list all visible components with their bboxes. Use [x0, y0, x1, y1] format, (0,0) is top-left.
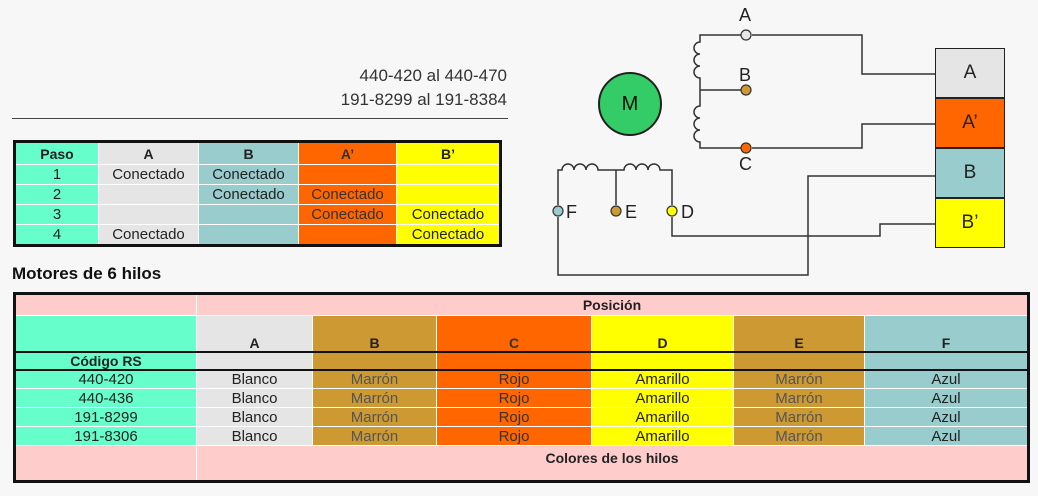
wire-color: Blanco [196, 368, 313, 389]
terminal-b [740, 84, 752, 96]
coil-1-lower [693, 90, 746, 149]
footer-row: Colores de los hilos [14, 445, 1029, 482]
terminal-label-d: D [681, 202, 694, 222]
wire-color: Marrón [733, 388, 865, 408]
wire-color: Amarillo [591, 426, 734, 446]
wire-color: Rojo [436, 388, 592, 408]
header-b-prime: B’ [396, 141, 501, 165]
terminal-a [740, 29, 752, 41]
step-cell [198, 224, 299, 246]
step-number: 4 [14, 224, 99, 246]
column-header-d: D [591, 315, 734, 352]
step-cell: Conectado [98, 164, 199, 185]
step-cell: Conectado [198, 184, 299, 205]
terminal-c [740, 142, 752, 154]
table-row: 191-8299 Blanco Marrón Rojo Amarillo Mar… [14, 407, 1029, 427]
column-header-row: A B C D E F [14, 315, 1029, 352]
terminal-label-b: B [739, 65, 751, 85]
wire-color-table: Posición A B C D E F Código RS 440-420 B… [13, 292, 1030, 483]
phase-block-a: A [935, 48, 1005, 98]
wire-color: Marrón [312, 426, 437, 446]
phase-block-b-prime: B’ [935, 198, 1005, 248]
code-header-row: Código RS [14, 350, 1029, 370]
wire-f [557, 175, 935, 276]
terminal-label-e: E [625, 202, 637, 222]
step-cell [98, 204, 199, 225]
position-header-row: Posición [14, 293, 1029, 316]
step-row: 1 Conectado Conectado [14, 164, 501, 185]
coil-2-right [616, 163, 673, 205]
terminal-label-f: F [566, 202, 577, 222]
terminal-label-a: A [739, 5, 751, 25]
step-row: 2 Conectado Conectado [14, 184, 501, 205]
step-cell: Conectado [298, 204, 397, 225]
step-cell [298, 224, 397, 246]
step-cell: Conectado [198, 164, 299, 185]
rs-code: 440-420 [14, 368, 197, 389]
motor-label: M [621, 92, 639, 115]
phase-block-a-prime: A’ [935, 98, 1005, 148]
part-number-range-1: 440-420 al 440-470 [359, 66, 507, 85]
step-cell [198, 204, 299, 225]
terminal-f [552, 205, 564, 217]
header-paso: Paso [14, 141, 99, 165]
wire-color: Marrón [733, 407, 865, 427]
table-row: 191-8306 Blanco Marrón Rojo Amarillo Mar… [14, 426, 1029, 446]
step-cell: Conectado [396, 224, 501, 246]
motor-symbol: M [598, 72, 662, 136]
step-table-header: Paso A B A’ B’ [14, 141, 501, 165]
wire-d [671, 217, 935, 237]
position-header: Posición [196, 293, 1029, 316]
coil-2-left [557, 163, 616, 205]
wire-color: Blanco [196, 388, 313, 408]
terminal-label-c: C [739, 154, 752, 174]
rs-code: 191-8299 [14, 407, 197, 427]
terminal-d [666, 205, 678, 217]
coil-1-upper [693, 34, 746, 90]
wire-a [752, 34, 935, 75]
wire-color: Azul [864, 368, 1029, 389]
table-row: 440-436 Blanco Marrón Rojo Amarillo Marr… [14, 388, 1029, 408]
rs-code: 191-8306 [14, 426, 197, 446]
wire-c [752, 123, 935, 149]
wire-color: Marrón [312, 368, 437, 389]
wire-color: Rojo [436, 368, 592, 389]
wire-color: Marrón [733, 368, 865, 389]
column-header-a: A [196, 315, 313, 352]
wire-color: Blanco [196, 407, 313, 427]
code-header: Código RS [14, 350, 197, 370]
step-cell: Conectado [98, 224, 199, 246]
step-row: 4 Conectado Conectado [14, 224, 501, 246]
rs-code: 440-436 [14, 388, 197, 408]
column-header-e: E [733, 315, 865, 352]
step-cell [396, 164, 501, 185]
step-cell: Conectado [396, 204, 501, 225]
column-header-f: F [864, 315, 1029, 352]
wire-color: Marrón [312, 388, 437, 408]
step-row: 3 Conectado Conectado [14, 204, 501, 225]
step-cell [98, 184, 199, 205]
step-number: 1 [14, 164, 99, 185]
step-cell: Conectado [298, 184, 397, 205]
phase-block-b: B [935, 148, 1005, 198]
column-header-c: C [436, 315, 592, 352]
header-a: A [98, 141, 199, 165]
part-number-range-2: 191-8299 al 191-8384 [340, 90, 507, 109]
step-sequence-table: Paso A B A’ B’ 1 Conectado Conectado 2 C… [13, 140, 502, 247]
wire-color: Azul [864, 388, 1029, 408]
header-a-prime: A’ [298, 141, 397, 165]
step-number: 3 [14, 204, 99, 225]
step-cell [396, 184, 501, 205]
wire-color: Amarillo [591, 368, 734, 389]
table-row: 440-420 Blanco Marrón Rojo Amarillo Marr… [14, 368, 1029, 389]
wire-colors-footer: Colores de los hilos [196, 445, 1029, 482]
divider [12, 118, 508, 119]
terminal-e [610, 205, 622, 217]
step-cell [298, 164, 397, 185]
column-header-b: B [312, 315, 437, 352]
wire-color: Azul [864, 426, 1029, 446]
section-title-6-wire: Motores de 6 hilos [12, 264, 162, 283]
